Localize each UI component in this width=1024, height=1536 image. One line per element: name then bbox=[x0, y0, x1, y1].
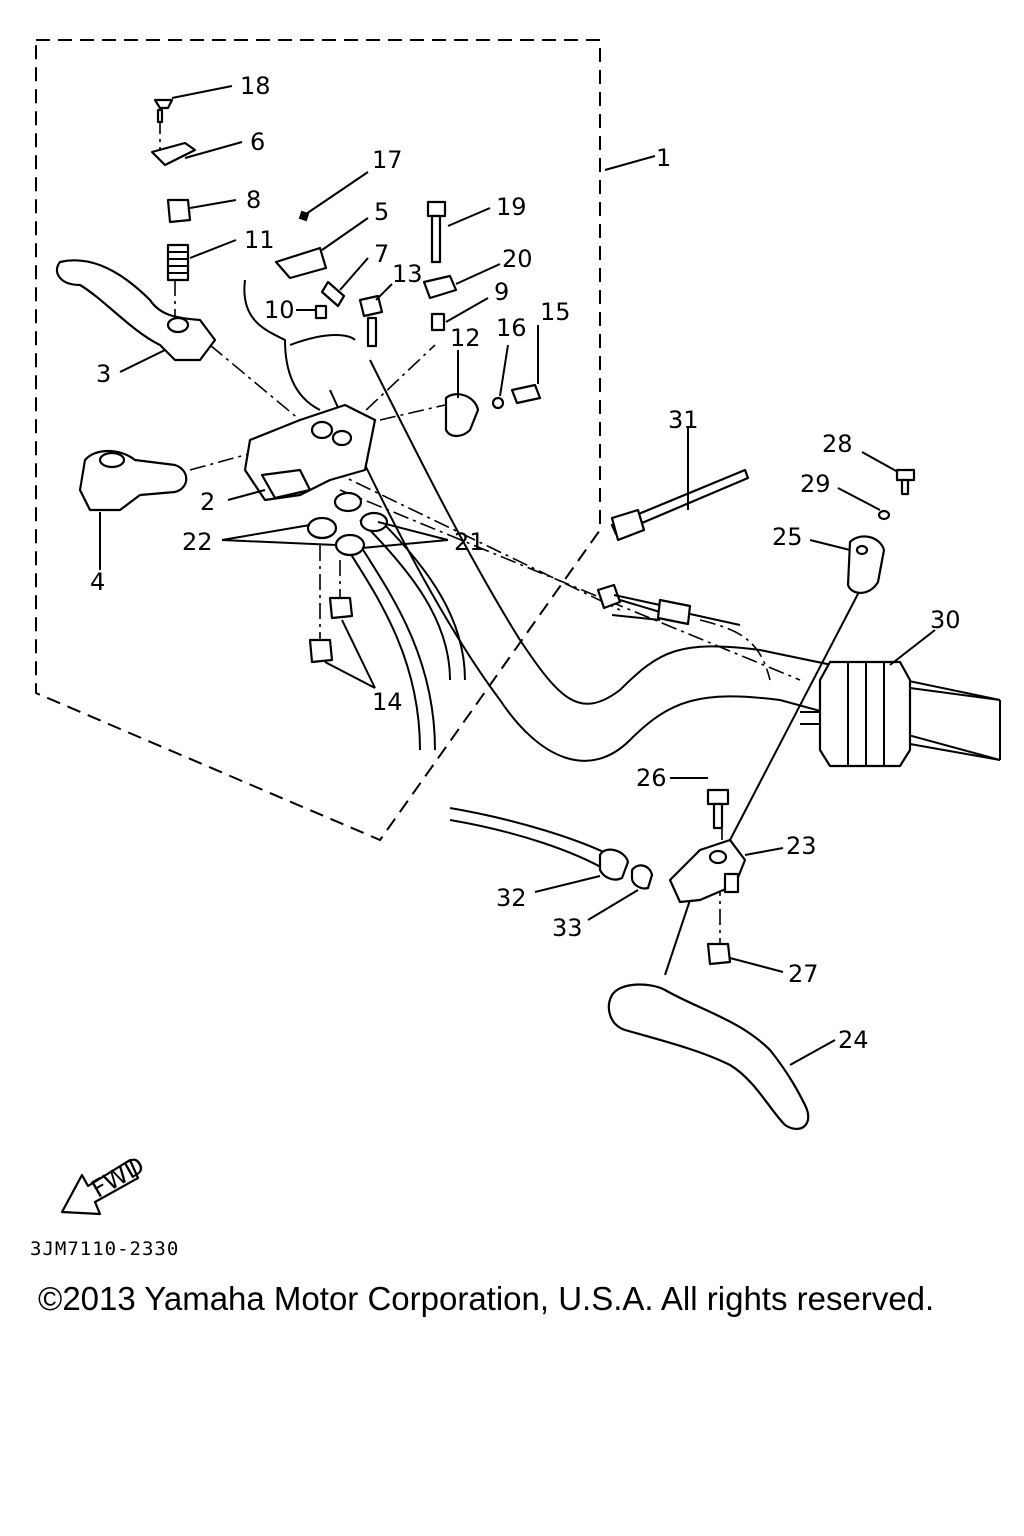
label-23: 23 bbox=[786, 832, 817, 860]
lever-bracket bbox=[78, 449, 188, 512]
copyright-notice: ©2013 Yamaha Motor Corporation, U.S.A. A… bbox=[38, 1280, 935, 1317]
label-8: 8 bbox=[246, 186, 261, 214]
label-15: 15 bbox=[540, 298, 571, 326]
clutch-lever bbox=[607, 983, 810, 1130]
label-21: 21 bbox=[454, 528, 485, 556]
label-13: 13 bbox=[392, 260, 423, 288]
label-18: 18 bbox=[240, 72, 271, 100]
brake-hoses bbox=[344, 519, 466, 751]
clutch-cable bbox=[449, 807, 613, 871]
part-labels: 1 2 3 4 5 6 7 8 9 10 11 12 13 14 15 16 1… bbox=[90, 72, 961, 1054]
label-3: 3 bbox=[96, 360, 111, 388]
label-24: 24 bbox=[838, 1026, 869, 1054]
reservoir-outline bbox=[243, 279, 356, 411]
label-16: 16 bbox=[496, 314, 527, 342]
label-28: 28 bbox=[822, 430, 853, 458]
brake-lever bbox=[55, 259, 217, 362]
master-cylinder-body bbox=[243, 403, 377, 502]
label-1: 1 bbox=[656, 144, 671, 172]
switch-connector bbox=[596, 583, 741, 626]
throttle-grip bbox=[800, 660, 1001, 768]
cable-tie bbox=[610, 468, 750, 542]
fwd-text: FWD bbox=[87, 1151, 150, 1203]
label-7: 7 bbox=[374, 240, 389, 268]
label-4: 4 bbox=[90, 568, 105, 596]
leader-lines bbox=[99, 85, 936, 1066]
exploded-parts-diagram: FWD bbox=[35, 39, 1001, 1216]
label-9: 9 bbox=[494, 278, 509, 306]
label-22: 22 bbox=[182, 528, 213, 556]
label-31: 31 bbox=[668, 406, 699, 434]
label-14: 14 bbox=[372, 688, 403, 716]
clutch-holder bbox=[598, 788, 747, 966]
hose-fittings bbox=[306, 491, 389, 664]
label-11: 11 bbox=[244, 226, 275, 254]
label-25: 25 bbox=[772, 523, 803, 551]
label-27: 27 bbox=[788, 960, 819, 988]
label-17: 17 bbox=[372, 146, 403, 174]
fwd-arrow: FWD bbox=[60, 1151, 150, 1216]
upper-right-holder bbox=[846, 468, 916, 594]
diagram-code: 3JM7110-2330 bbox=[30, 1238, 180, 1260]
label-19: 19 bbox=[496, 193, 527, 221]
label-33: 33 bbox=[552, 914, 583, 942]
label-5: 5 bbox=[374, 198, 389, 226]
label-12: 12 bbox=[450, 324, 481, 352]
label-30: 30 bbox=[930, 606, 961, 634]
small-parts-left bbox=[150, 98, 542, 438]
label-10: 10 bbox=[264, 296, 295, 324]
label-20: 20 bbox=[502, 245, 533, 273]
label-26: 26 bbox=[636, 764, 667, 792]
label-29: 29 bbox=[800, 470, 831, 498]
label-6: 6 bbox=[250, 128, 265, 156]
label-2: 2 bbox=[200, 488, 215, 516]
label-32: 32 bbox=[496, 884, 527, 912]
